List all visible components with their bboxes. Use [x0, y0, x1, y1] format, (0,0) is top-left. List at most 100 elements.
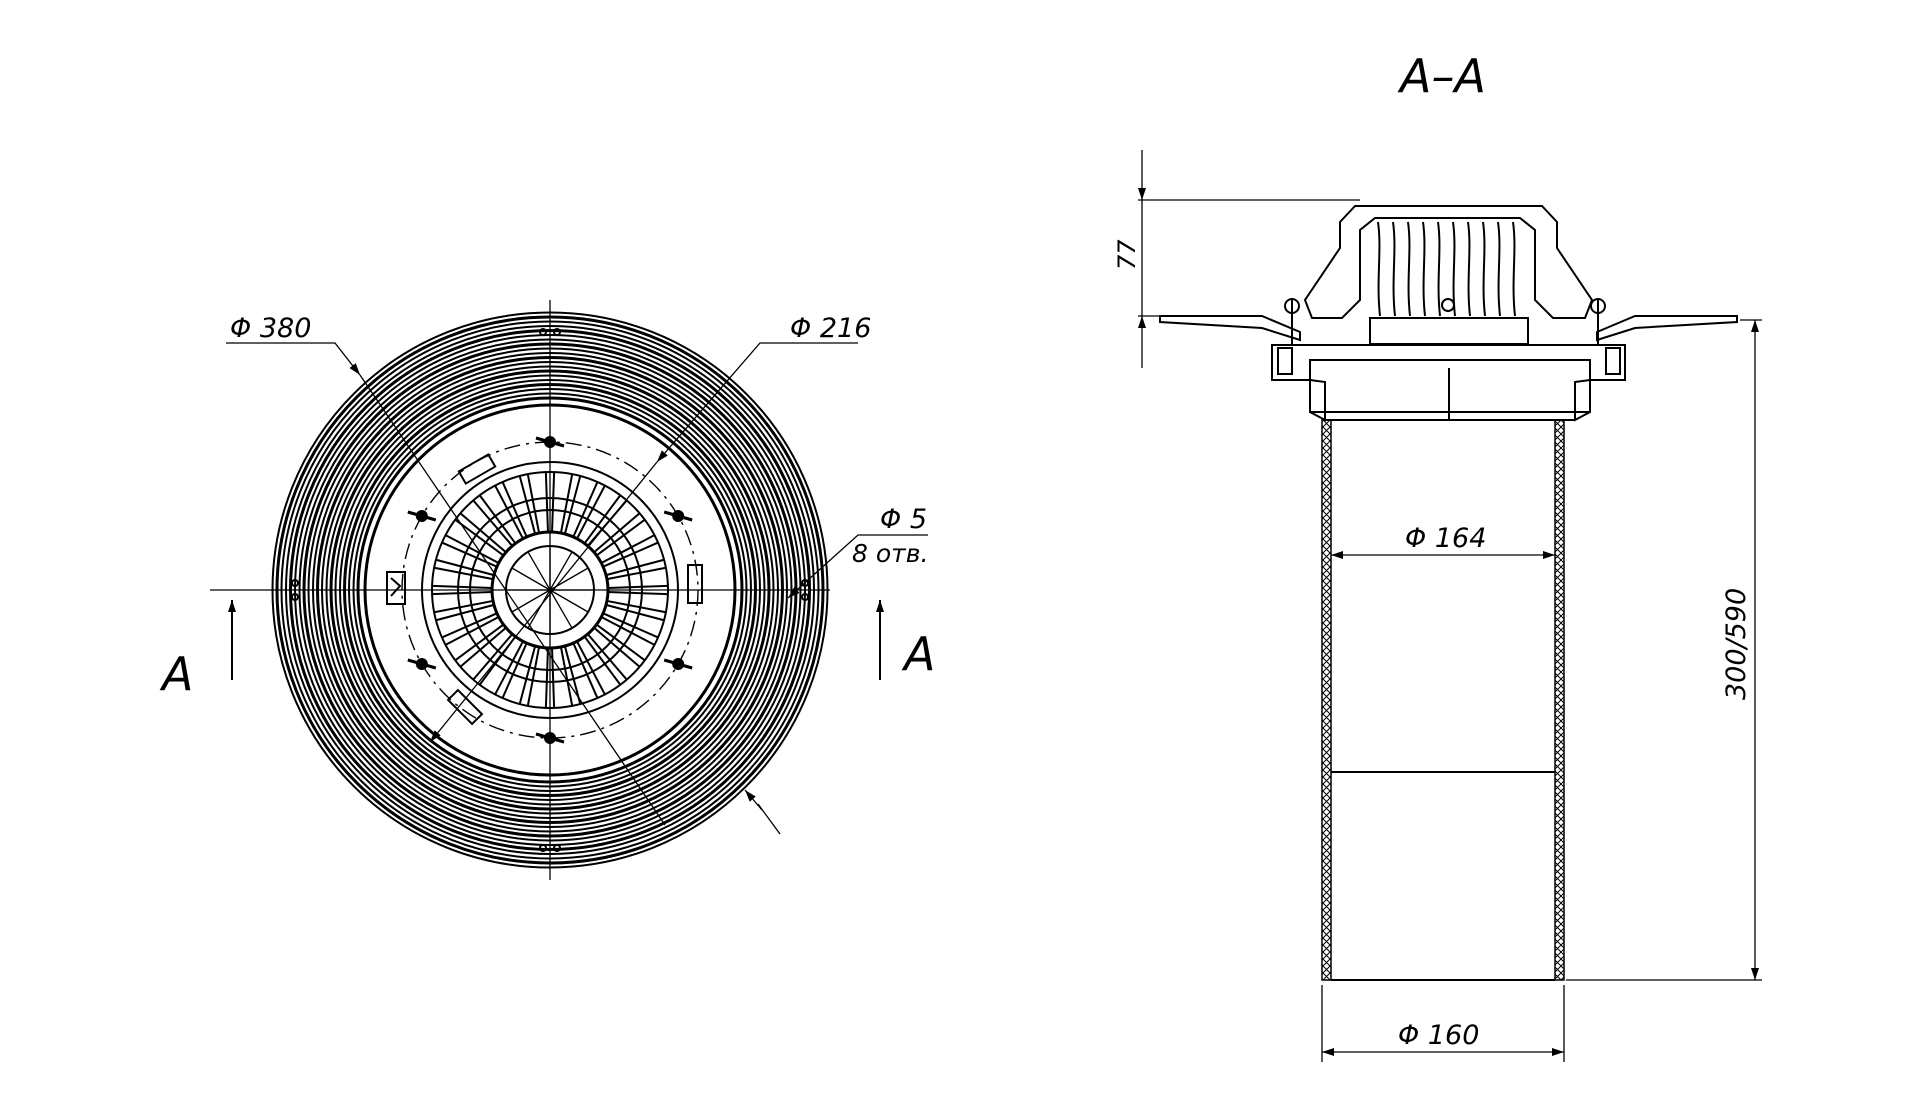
dome-rib — [1437, 221, 1441, 317]
grate-spoke — [518, 475, 537, 535]
grate-spoke — [572, 481, 599, 538]
flange-ring — [285, 325, 815, 855]
hole-icon — [539, 844, 547, 852]
hole-icon — [801, 579, 809, 587]
flange-ring — [312, 352, 788, 828]
grate-spoke — [441, 612, 498, 639]
grate-spoke — [432, 584, 493, 589]
dome-line — [527, 551, 551, 591]
dome-rib — [1467, 221, 1471, 317]
wing-nut-icon — [535, 732, 565, 744]
dome-rib — [1392, 221, 1396, 317]
flange-holes — [291, 328, 809, 852]
pipe-inner-diameter-label: Φ 164 — [1405, 523, 1486, 554]
flange-ring — [356, 396, 744, 784]
flange-ring — [294, 334, 806, 846]
flange-ring — [280, 320, 820, 860]
dome-rib — [1512, 221, 1516, 317]
dome-rib — [1482, 221, 1486, 317]
hole-icon — [553, 328, 561, 336]
grate-spoke — [572, 642, 599, 699]
clamp-right — [1605, 347, 1621, 375]
grate-spoke — [433, 599, 494, 614]
grate-spoke — [435, 603, 495, 622]
hole-icon — [291, 579, 299, 587]
grate-ring-3 — [457, 497, 643, 683]
dome-shell — [1303, 205, 1594, 319]
dome-rib — [1422, 221, 1426, 317]
grate-ring-2 — [431, 471, 669, 709]
dome-rib — [1377, 221, 1381, 317]
latch-top — [457, 453, 497, 485]
dome-bolt — [1441, 298, 1455, 312]
wing-nut-icon — [535, 436, 565, 448]
grate-spoke — [454, 623, 505, 662]
grate-spokes — [432, 472, 668, 708]
grate-spoke — [445, 534, 500, 564]
pipe-wall-right — [1554, 419, 1565, 981]
grate-spoke — [576, 640, 606, 695]
flange-ring — [329, 369, 771, 811]
grate-spoke — [607, 584, 668, 589]
inner-disc — [363, 403, 737, 777]
flange-ring — [298, 338, 802, 842]
outer-diameter-line — [359, 374, 666, 826]
flange-ring — [348, 388, 752, 792]
flange-ring — [325, 365, 775, 815]
dome-line — [549, 589, 573, 629]
wing-nut-icon — [663, 510, 693, 522]
grate-spoke — [459, 512, 507, 554]
grate-spoke — [563, 645, 582, 705]
grate-spoke — [478, 494, 517, 545]
flange-ring — [316, 356, 784, 824]
wing-nuts — [407, 436, 693, 744]
grate-spoke — [544, 472, 549, 533]
flange-ring — [271, 311, 829, 869]
hole-icon — [553, 844, 561, 852]
grate-spoke — [472, 633, 514, 681]
dome-line — [549, 589, 589, 613]
dome-rib — [1497, 221, 1501, 317]
hole-icon — [291, 593, 299, 601]
grate-spoke — [435, 558, 495, 577]
wing-nut-icon — [407, 658, 437, 670]
grate-spoke — [595, 518, 646, 557]
plan-view: Φ 380 Φ 216 Φ 5 8 отв. A A — [159, 300, 935, 880]
grate-spoke — [593, 626, 641, 668]
flange-ring — [275, 315, 825, 865]
grate-spoke — [494, 640, 524, 695]
flange-ring — [343, 383, 757, 797]
wing-nut-icon — [407, 510, 437, 522]
grate-spoke — [583, 494, 622, 545]
grate-spoke — [445, 616, 500, 646]
grate-outer-ring — [421, 461, 679, 719]
grate-spoke — [501, 642, 528, 699]
leader-hole — [787, 534, 928, 599]
center-dome-outer — [490, 530, 610, 650]
grate-spoke — [595, 623, 646, 662]
grate-spoke — [494, 485, 524, 540]
grate-spoke — [551, 472, 556, 533]
outer-diameter-arrow-2 — [744, 789, 763, 811]
grate-spoke — [576, 485, 606, 540]
grate-ring-4 — [469, 509, 631, 671]
flange-ring — [352, 392, 748, 788]
outer-diameter-label: Φ 380 — [230, 313, 311, 344]
grate-spoke — [602, 612, 659, 639]
grate-spoke — [501, 481, 528, 538]
dome-lines — [506, 546, 594, 634]
cap-height-label: 77 — [1113, 239, 1141, 270]
grate-spoke — [606, 566, 667, 581]
leader-outer-diameter — [226, 342, 361, 376]
grate-spoke — [526, 473, 541, 534]
leader-inner-diameter — [656, 342, 858, 463]
flange-left — [1159, 315, 1301, 342]
latch-bottom — [446, 688, 484, 726]
grate-spoke — [432, 591, 493, 596]
pipe-wall-left — [1321, 419, 1332, 981]
wing-nut-icon — [663, 658, 693, 670]
inner-diameter-line — [439, 461, 658, 731]
section-title: A–A — [1397, 49, 1486, 103]
grate-spoke — [593, 512, 641, 554]
